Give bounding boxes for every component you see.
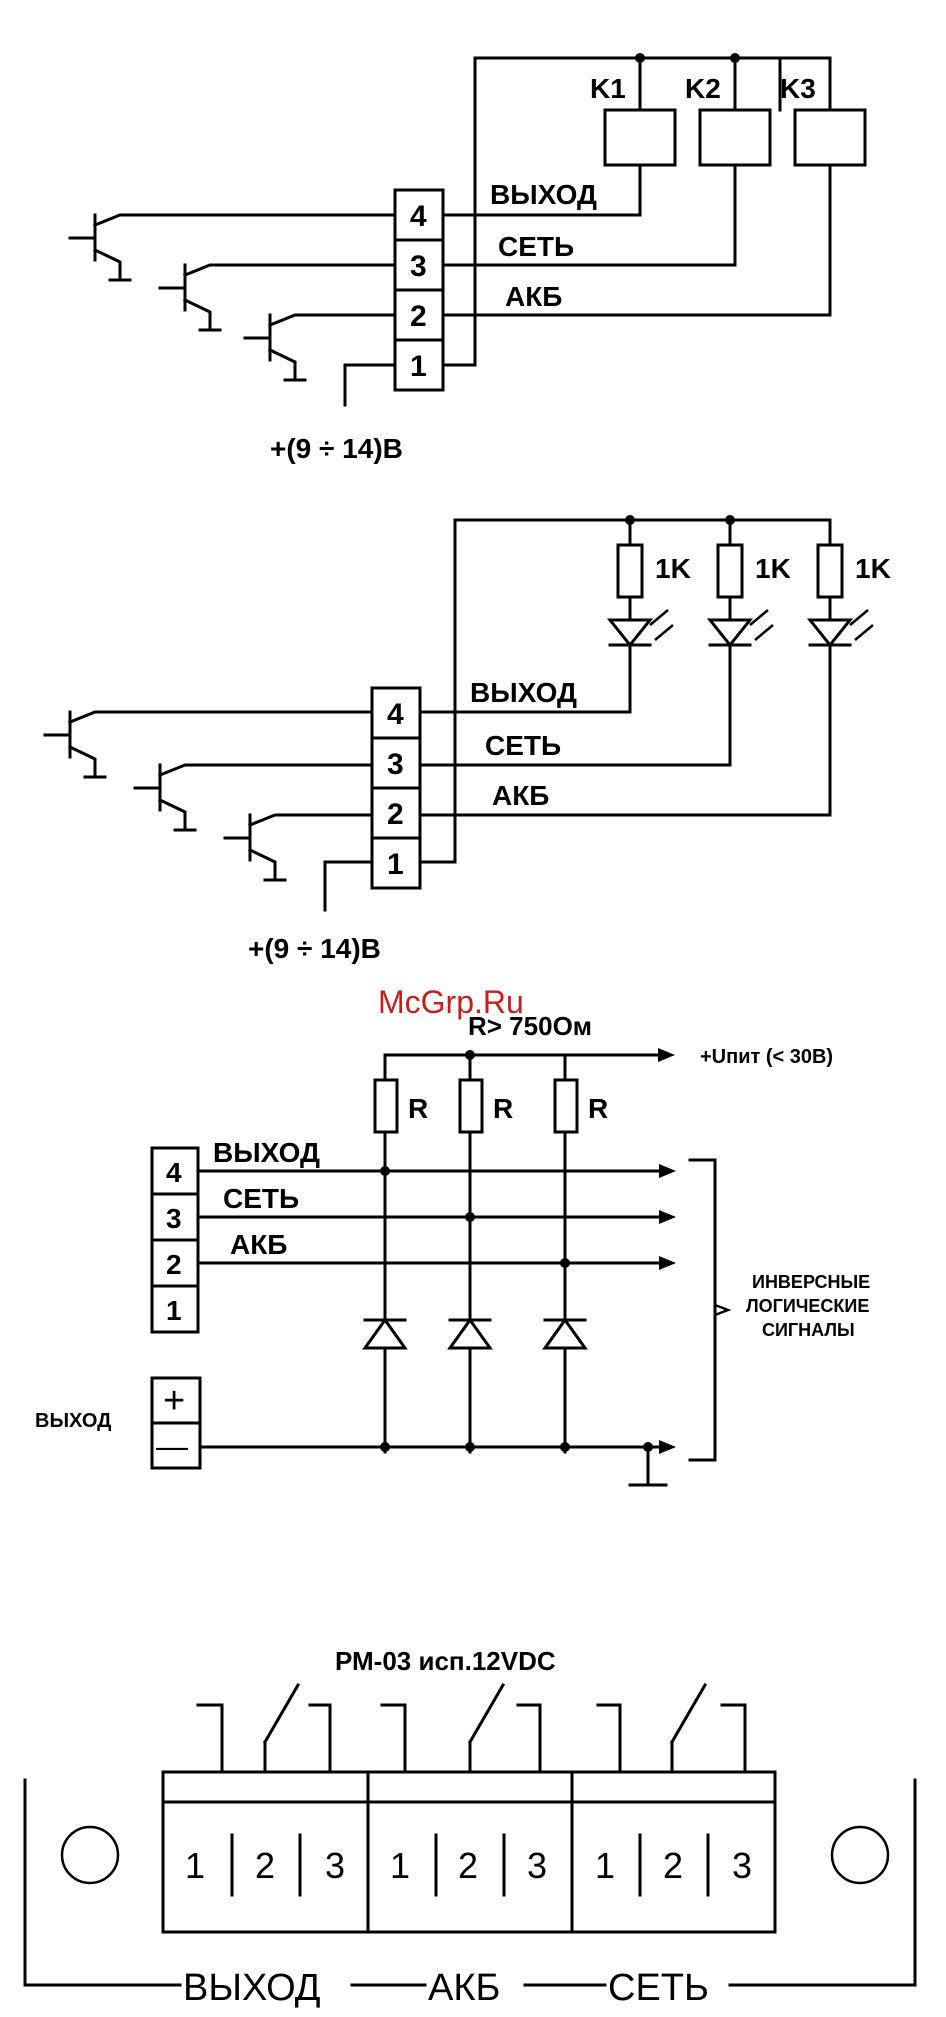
pin-4-label: 4 xyxy=(387,698,404,731)
diagram-relay-connection: 4 3 2 1 K1 K2 K3 ВЫХОД СЕТЬ АКБ xyxy=(70,53,865,464)
resistor-1k-label-1: 1K xyxy=(655,553,691,584)
bracket-line-1: ИНВЕРСНЫЕ xyxy=(752,1272,870,1292)
contact-symbol-set xyxy=(598,1685,745,1772)
pin-4-label: 4 xyxy=(410,200,427,233)
group-label-vyhod: ВЫХОД xyxy=(183,1967,321,2009)
device-title: РМ-03 исп.12VDC xyxy=(335,1646,556,1676)
pullup-column-2 xyxy=(450,1055,490,1452)
pin-2-label: 2 xyxy=(387,798,404,831)
relay-k1-label: K1 xyxy=(590,73,626,104)
contact-symbol-vyhod xyxy=(198,1685,330,1772)
resistor-1k-label-3: 1K xyxy=(855,553,891,584)
terminal-1-akb: 1 xyxy=(390,1845,410,1886)
resistor-r-label-2: R xyxy=(493,1093,513,1124)
pin-1-label: 1 xyxy=(387,848,404,881)
mount-hole-right xyxy=(832,1827,888,1883)
signal-set-label: СЕТЬ xyxy=(485,730,561,761)
resistor-1k-label-2: 1K xyxy=(755,553,791,584)
transistor-2 xyxy=(160,265,395,330)
pin-1-label: 1 xyxy=(410,350,427,383)
terminal-2-vyhod: 2 xyxy=(255,1845,275,1886)
signal-akb-label: АКБ xyxy=(230,1229,287,1260)
terminal-1-vyhod: 1 xyxy=(185,1845,205,1886)
transistor-1 xyxy=(45,712,372,777)
pin-2-label: 2 xyxy=(410,300,427,333)
terminal-3-akb: 3 xyxy=(527,1845,547,1886)
pin-3-label: 3 xyxy=(410,250,427,283)
relay-k3 xyxy=(795,110,865,165)
signal-set-label: СЕТЬ xyxy=(223,1183,299,1214)
terminal-1-set: 1 xyxy=(595,1845,615,1886)
connector-block: 4 3 2 1 xyxy=(152,1148,198,1332)
output-plus: + xyxy=(163,1380,185,1422)
pullup-column-1 xyxy=(365,1080,405,1452)
pin-2-label: 2 xyxy=(166,1249,182,1280)
pin-1-label: 1 xyxy=(166,1295,182,1326)
contact-symbol-akb xyxy=(382,1685,540,1772)
group-label-akb: АКБ xyxy=(428,1967,500,2009)
mount-hole-left xyxy=(62,1827,118,1883)
relay-k2-label: K2 xyxy=(685,73,721,104)
connector-block: 4 3 2 1 xyxy=(395,190,443,390)
resistor-r-label-1: R xyxy=(408,1093,428,1124)
transistor-2 xyxy=(135,765,372,830)
diagram-led-connection: 4 3 2 1 xyxy=(45,515,891,964)
terminal-2-set: 2 xyxy=(663,1845,683,1886)
relay-k1 xyxy=(605,110,675,165)
relay-k2 xyxy=(700,110,770,165)
supply-label: +Uпит (< 30В) xyxy=(700,1046,833,1068)
pin-3-label: 3 xyxy=(166,1203,182,1234)
supply-label: +(9 ÷ 14)В xyxy=(270,433,403,464)
led-column-1 xyxy=(610,520,673,690)
supply-label: +(9 ÷ 14)В xyxy=(248,933,381,964)
signal-set-label: СЕТЬ xyxy=(498,231,574,262)
group-label-set: СЕТЬ xyxy=(608,1967,709,2009)
transistor-1 xyxy=(70,215,395,280)
pin-3-label: 3 xyxy=(387,748,404,781)
pullup-column-3 xyxy=(470,1055,585,1452)
terminal-3-set: 3 xyxy=(732,1845,752,1886)
resistor-note: R> 750Ом xyxy=(468,1011,592,1041)
terminal-2-akb: 2 xyxy=(458,1845,478,1886)
transistor-3 xyxy=(225,815,372,880)
bracket-line-3: СИГНАЛЫ xyxy=(762,1320,855,1340)
pin-4-label: 4 xyxy=(166,1157,182,1188)
output-minus: — xyxy=(156,1428,188,1464)
bracket-line-2: ЛОГИЧЕСКИЕ xyxy=(746,1296,869,1316)
signal-akb-label: АКБ xyxy=(505,281,562,312)
terminal-3-vyhod: 3 xyxy=(325,1845,345,1886)
signal-vyhod-label: ВЫХОД xyxy=(213,1137,320,1168)
signal-vyhod-label: ВЫХОД xyxy=(490,179,597,210)
signal-vyhod-label: ВЫХОД xyxy=(470,677,577,708)
output-terminal: + — ВЫХОД xyxy=(35,1378,200,1468)
diagram-rm03-terminals: РМ-03 исп.12VDC xyxy=(25,1646,915,2009)
diagram-logic-connection: R> 750Ом +Uпит (< 30В) xyxy=(35,1011,870,1485)
relay-k3-label: K3 xyxy=(780,73,816,104)
transistor-3 xyxy=(245,315,395,380)
connector-block: 4 3 2 1 xyxy=(372,688,420,888)
resistor-r-label-3: R xyxy=(588,1093,608,1124)
signal-akb-label: АКБ xyxy=(492,780,549,811)
output-label: ВЫХОД xyxy=(35,1410,111,1432)
